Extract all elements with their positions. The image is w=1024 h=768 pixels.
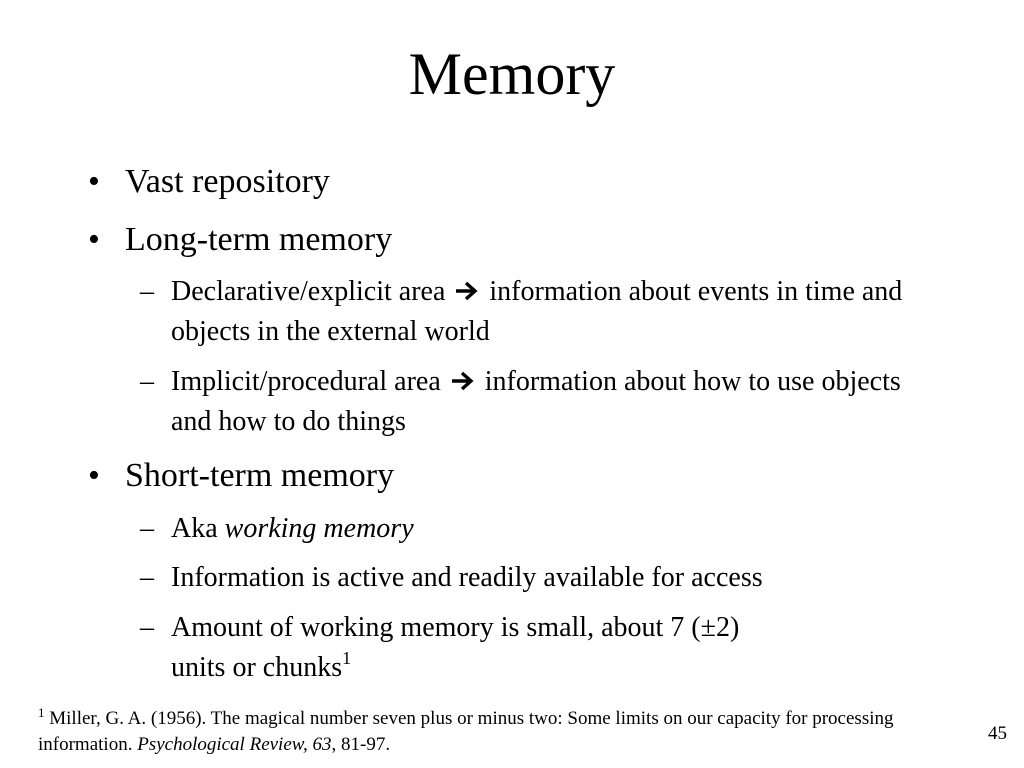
amount-line-2-text: units or chunks	[171, 652, 343, 683]
footnote-marker: 1	[38, 705, 45, 720]
right-arrow-icon	[450, 370, 476, 392]
bullet-text: Long-term memory	[125, 221, 393, 258]
sub-bullet-text: Aka working memory	[171, 509, 951, 549]
dash-glyph: –	[140, 276, 154, 307]
dash-glyph: –	[140, 562, 154, 593]
right-arrow-icon	[454, 280, 480, 302]
sub-bullet-text: Information is active and readily availa…	[171, 562, 763, 593]
bullet-text: Short-term memory	[125, 457, 395, 494]
footnote: 1 Miller, G. A. (1956). The magical numb…	[38, 706, 978, 758]
dash-glyph: –	[140, 366, 154, 397]
footnote-reference: 1	[342, 648, 352, 668]
implicit-label: Implicit/procedural area	[171, 366, 441, 397]
sub-bullet-text: Implicit/procedural area information abo…	[171, 362, 911, 442]
bullet-glyph: •	[88, 221, 100, 258]
bullet-glyph: •	[88, 457, 100, 494]
dash-glyph: –	[140, 513, 154, 544]
footnote-journal: Psychological Review, 63	[137, 734, 332, 755]
footnote-citation: Miller, G. A. (1956). The magical number…	[38, 708, 894, 755]
page-number: 45	[988, 723, 1007, 744]
bullet-glyph: •	[88, 163, 100, 200]
sub-bullet-text: Declarative/explicit area information ab…	[171, 272, 951, 352]
working-memory-term: working memory	[224, 513, 414, 544]
amount-line-2: units or chunks1	[171, 648, 951, 688]
implicit-description: information about how to use objects and…	[171, 366, 901, 437]
amount-line-1: Amount of working memory is small, about…	[171, 612, 740, 643]
bullet-text: Vast repository	[125, 163, 330, 200]
footnote-pages: , 81-97.	[331, 734, 391, 755]
dash-glyph: –	[140, 612, 154, 643]
declarative-description: information about events in time and obj…	[171, 276, 903, 347]
sub-bullet-text: Amount of working memory is small, about…	[171, 608, 951, 688]
declarative-label: Declarative/explicit area	[171, 276, 446, 307]
slide-title: Memory	[408, 41, 616, 107]
aka-label: Aka	[171, 513, 218, 544]
